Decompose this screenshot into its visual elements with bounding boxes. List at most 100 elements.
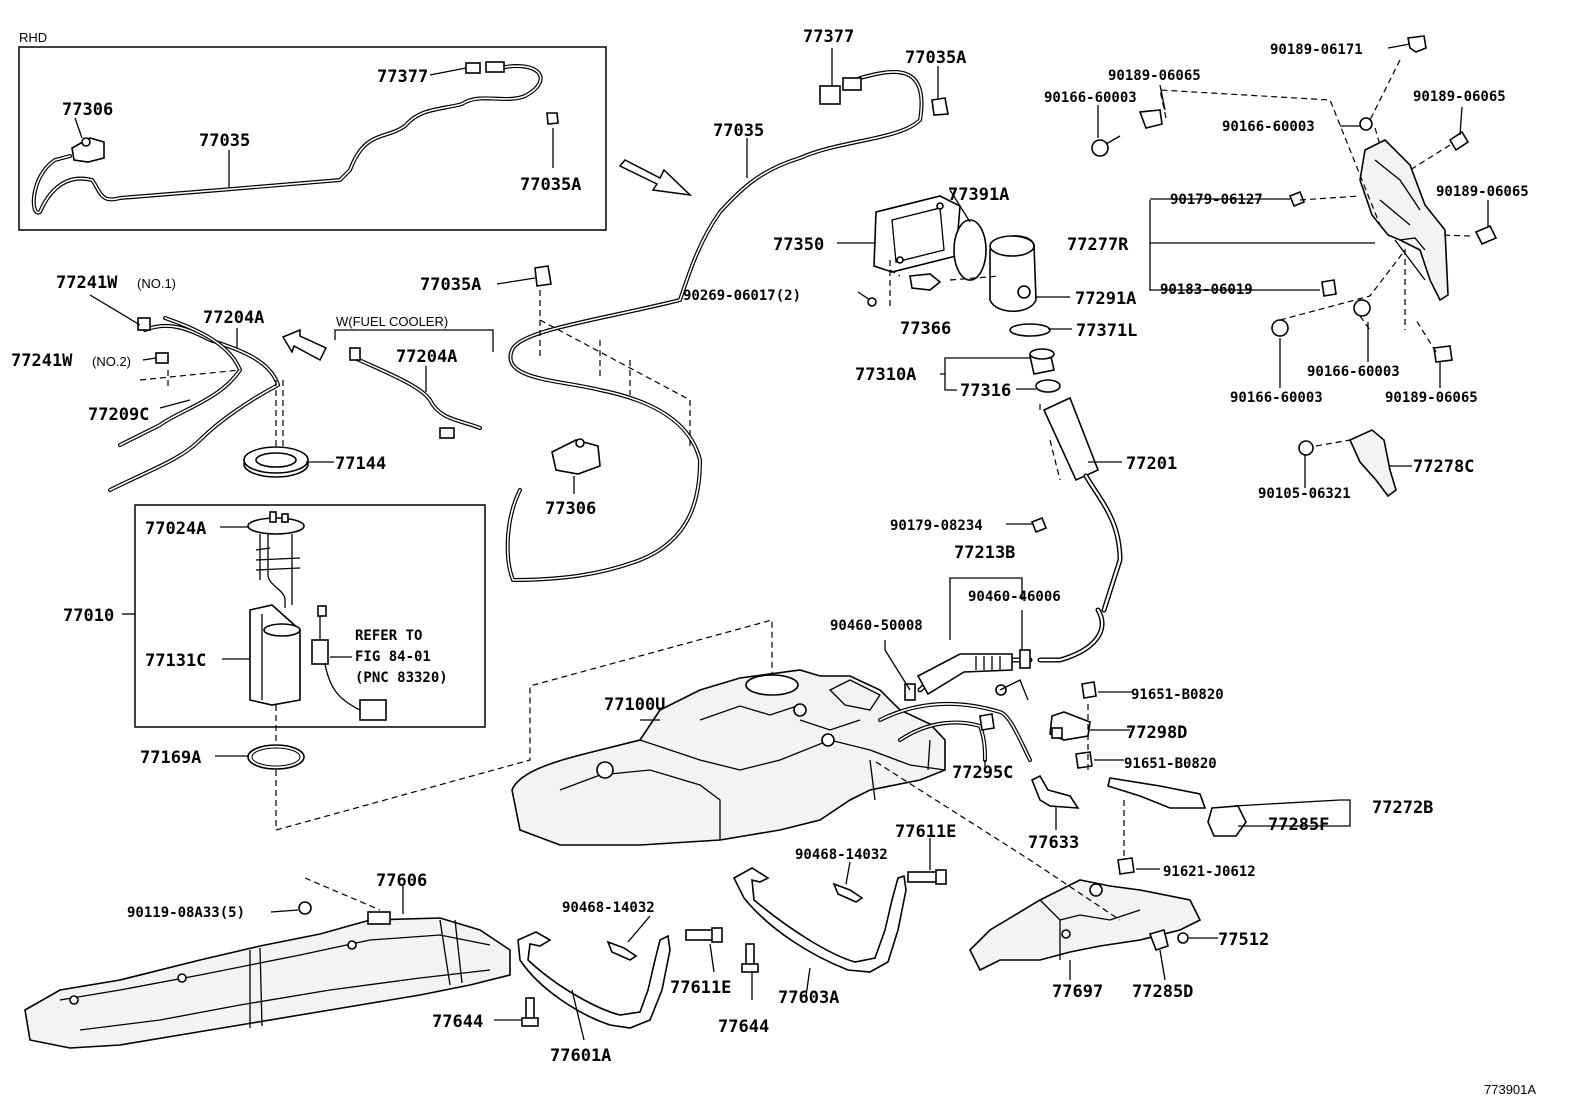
label-77035a-top: 77035A [905,48,966,68]
clip-77512 [1177,932,1189,944]
pump-gasket [247,744,305,770]
hose-clamp-b [904,683,916,701]
rhd-vent-valve [71,137,105,163]
label-77601a: 77601A [550,1046,611,1066]
label-77306: 77306 [545,499,596,519]
label-90189-06171: 90189-06171 [1270,42,1363,58]
clamp-90179 [1030,516,1048,534]
fuel-cooler-title: W(FUEL COOLER) [336,314,448,329]
fuel-tank-band-77603a [732,867,907,973]
bolt-90119 [298,901,312,915]
pump-assembly-frame [134,504,486,728]
rhd-label-77377: 77377 [377,67,428,87]
rhd-label-77035: 77035 [199,131,250,151]
filler-group: 77391A 77350 77291A 90269-06017(2) 77366… [683,185,1177,701]
label-77010: 77010 [63,606,114,626]
label-90166-60003-c: 90166-60003 [1307,364,1400,380]
label-90460-46006: 90460-46006 [968,589,1061,605]
label-90166-60003-b: 90166-60003 [1222,119,1315,135]
label-77035a-mid: 77035A [420,275,481,295]
label-77697: 77697 [1052,982,1103,1002]
screw-90166-c [1271,319,1289,337]
fuel-tank-band-77601a [517,931,671,1029]
label-77204a-cooler: 77204A [396,347,457,367]
fuel-pump-group: 77241W (NO.1) 77204A 77241W (NO.2) 77209… [11,273,486,830]
bolt-77611e-a [685,927,723,943]
fuel-pump-flange [247,511,305,608]
nut-90468-a [606,940,638,961]
label-77278c: 77278C [1413,457,1474,477]
diagram-id: 773901A [1484,1082,1536,1097]
label-77350: 77350 [773,235,824,255]
clip-90189-06171 [1407,35,1427,53]
label-77272b: 77272B [1372,798,1433,818]
protector-77278c [1348,429,1397,498]
label-77213b: 77213B [954,543,1015,563]
direction-arrow [618,159,693,197]
tank-bands-group: 77606 90119-08A33(5) 77644 77601A 90468-… [24,822,956,1066]
label-77024a: 77024A [145,519,206,539]
label-77277r: 77277R [1067,235,1129,255]
filler-cap-inner [1029,348,1055,375]
label-90468-14032-b: 90468-14032 [795,847,888,863]
clamp-77285f [1207,805,1247,837]
bolt-90189-06065-a [1138,109,1163,129]
label-90179-08234: 90179-08234 [890,518,983,534]
label-90189-06065-c: 90189-06065 [1436,184,1529,200]
bolt-91621 [1117,857,1135,875]
label-77644-b: 77644 [718,1017,769,1037]
label-77241w-no2: 77241W [11,351,73,371]
label-90105-06321: 90105-06321 [1258,486,1351,502]
tank-protector-77606 [24,911,511,1049]
protector-group: 90189-06171 90189-06065 90166-60003 9018… [1044,35,1529,502]
breather-hose [916,653,1013,696]
rhd-inset-frame [18,46,607,231]
bolt-77611e-b [907,869,947,885]
clip-77295c [979,713,995,731]
bolt-90189-06065-c [1474,224,1498,246]
label-91621-j0612: 91621-J0612 [1163,864,1256,880]
bolt-77644-a [521,997,539,1027]
label-77169a: 77169A [140,748,201,768]
label-77285f: 77285F [1268,815,1329,835]
refer-line-2: FIG 84-01 [355,649,431,665]
screw-90166-b [1359,117,1373,131]
screw-90105-06321 [1298,440,1314,456]
bolt-90189-06065-d [1433,345,1453,363]
label-77606: 77606 [376,871,427,891]
label-90460-50008: 90460-50008 [830,618,923,634]
screw-90166-a [1091,139,1109,157]
rhd-inset-title: RHD [19,30,47,45]
vent-clip-mid [534,265,552,287]
bolt-91651-a [1081,681,1097,699]
label-77131c: 77131C [145,651,206,671]
refer-line-1: REFER TO [355,628,422,644]
label-90189-06065-b: 90189-06065 [1413,89,1506,105]
label-77100u: 77100U [604,695,665,715]
label-77035: 77035 [713,121,764,141]
label-90189-06065-a: 90189-06065 [1108,68,1201,84]
fuel-pump-housing [249,604,301,706]
vent-connector [819,77,862,105]
label-90183-06019: 90183-06019 [1160,282,1253,298]
fuel-tank-77100u [511,669,946,846]
label-77603a: 77603A [778,988,839,1008]
label-77291a: 77291A [1075,289,1136,309]
fuel-lid-box [873,195,961,273]
filler-pipe [917,396,1123,693]
label-77310a: 77310A [855,365,916,385]
rhd-label-77306: 77306 [62,100,113,120]
label-no2: (NO.2) [92,354,131,369]
filler-gasket-ring [953,219,987,281]
refer-line-3: (PNC 83320) [355,670,448,686]
vent-line-group: 77377 77035A 77035 77035A 77306 [420,27,966,582]
filler-gasket-77316 [1035,379,1061,393]
fuel-cooler-arrow [281,328,328,362]
fuel-tank-group: 77100U 91651-B0820 77298D 91651-B0820 77… [275,619,1433,1002]
label-77209c: 77209C [88,405,149,425]
label-91651-b0820-a: 91651-B0820 [1131,687,1224,703]
vent-valve [551,438,601,475]
filler-protector-77277r [1359,139,1449,302]
quick-connector-no1 [137,317,151,331]
